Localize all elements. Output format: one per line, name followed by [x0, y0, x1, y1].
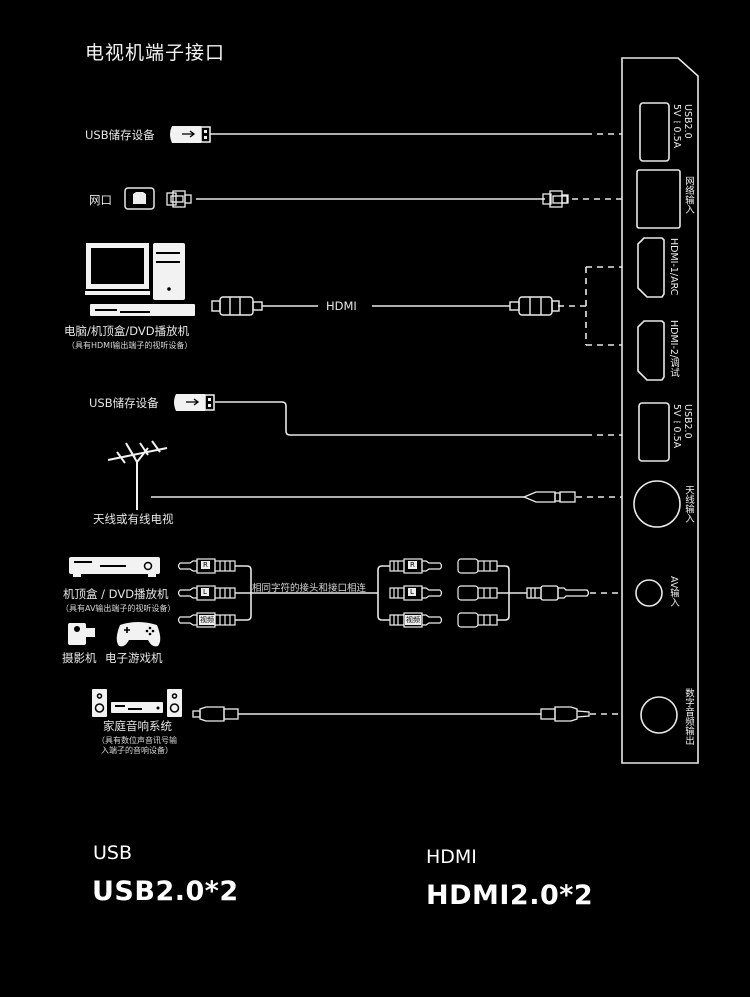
hdmi-port-1 [637, 237, 665, 298]
antenna-icon [107, 440, 168, 510]
rca-label-video: 视频 [405, 615, 421, 625]
hdmi-cable-label: HDMI [326, 299, 357, 313]
audio-note: （具有数位声音讯号输 [97, 736, 177, 745]
usb-plug-icon [174, 394, 215, 411]
port-label-lan: 网络输入 [683, 176, 694, 214]
antenna-label: 天线或有线电视 [93, 512, 174, 526]
tv-panel-outline [621, 57, 699, 764]
port-label-hdmi2: HDMI-2/调试 [668, 320, 679, 378]
lan-socket-icon [124, 187, 155, 210]
pc-label: 电脑/机顶盒/DVD播放机 [64, 324, 190, 338]
spec-value-hdmi: HDMI2.0*2 [426, 880, 594, 911]
lan-plug-icon [542, 190, 569, 208]
usb-device-label: USB储存设备 [85, 128, 155, 142]
rca-plug-set-right [389, 558, 498, 628]
lan-label: 网口 [89, 193, 112, 207]
home-audio-icon [92, 689, 182, 717]
av-plug-icon [526, 585, 590, 601]
rca-label-l: L [408, 588, 416, 596]
coax-plug-icon [522, 491, 576, 503]
rca-plug-set-left [177, 558, 236, 628]
optical-plug-icon [192, 706, 239, 722]
page-title: 电视机端子接口 [85, 42, 226, 64]
port-label-spdif: 数字音频输出 [683, 688, 694, 745]
usb-device-label: USB储存设备 [89, 396, 159, 410]
lan-port [636, 169, 681, 229]
av-connection-note: 相同字符的接头和接口相连 [252, 583, 367, 594]
usb-port-2 [638, 402, 670, 462]
antenna-port [633, 480, 681, 528]
rca-label-video: 视频 [199, 615, 215, 625]
optical-plug-icon [540, 706, 590, 722]
usb-port-1 [639, 102, 670, 162]
av-box-label: 机顶盒 / DVD播放机 [63, 587, 169, 601]
gamepad-label: 电子游戏机 [105, 651, 163, 665]
rca-label-r: R [408, 561, 417, 569]
av-port [635, 579, 663, 607]
spec-value-usb: USB2.0*2 [92, 876, 239, 907]
spec-heading-hdmi: HDMI [426, 846, 477, 868]
lan-plug-icon [166, 190, 192, 208]
computer-icon [85, 243, 195, 316]
port-label-hdmi1: HDMI-1/ARC [668, 238, 679, 296]
rca-label-l: L [201, 588, 209, 596]
hdmi-plug-icon [211, 296, 263, 316]
audio-label: 家庭音响系统 [103, 719, 172, 733]
rca-label-r: R [201, 561, 210, 569]
camcorder-label: 摄影机 [62, 651, 97, 665]
gamepad-icon [116, 622, 161, 647]
usb-plug-icon [170, 126, 211, 143]
spdif-port [640, 696, 678, 734]
port-label-av: AV输入 [668, 576, 679, 608]
hdmi-plug-icon [509, 296, 560, 316]
hdmi-port-2 [637, 320, 665, 381]
camcorder-icon [68, 623, 95, 645]
spec-heading-usb: USB [93, 842, 133, 864]
av-box-note: （具有AV输出端子的视听设备） [61, 604, 176, 613]
pc-note: （具有HDMI输出端子的视听设备） [67, 341, 193, 350]
audio-note: 入端子的音响设备） [101, 746, 173, 755]
port-label-antenna: 天线输入 [683, 485, 694, 523]
